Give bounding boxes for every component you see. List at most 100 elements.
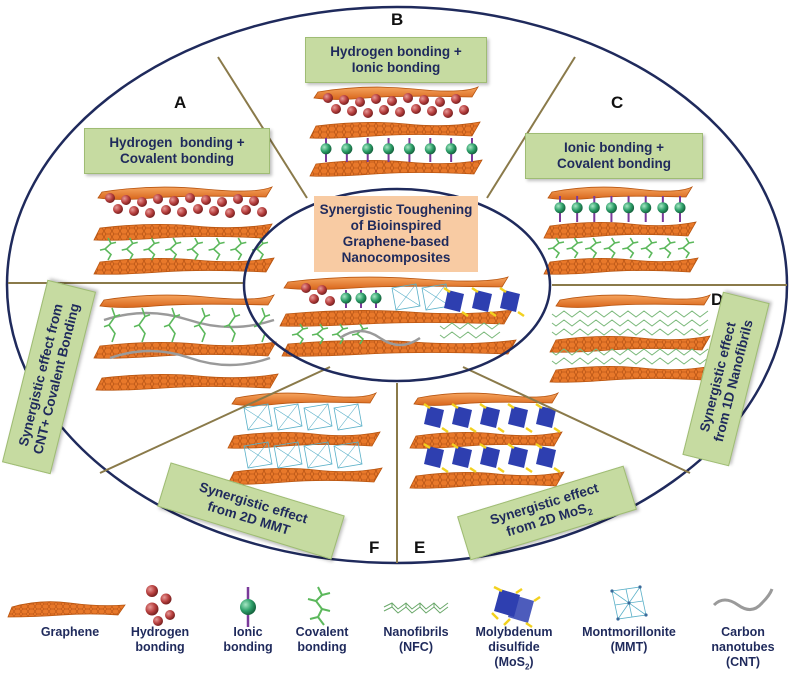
divider-bottom-right <box>462 366 691 474</box>
legend-ionic-line-1: Ionic <box>233 625 263 639</box>
panel-a-hbond-ball-11 <box>129 206 139 216</box>
panel-c-label-box: Ionic bonding + Covalent bonding <box>525 133 703 179</box>
panel-e-sheet-mid <box>409 431 563 449</box>
panel-a-covalent-chain-4 <box>186 237 204 261</box>
panel-a-hbond-ball-19 <box>257 207 267 217</box>
panel-c-ionic-ball-3 <box>605 202 617 214</box>
legend-hydrogen-line-1: Hydrogen <box>130 625 190 639</box>
center-mos2-block-0 <box>444 290 464 312</box>
panel-g-covalent-chain-3 <box>193 307 211 343</box>
legend-label-mos2: Molybdenum disulfide (MoS2) <box>468 625 560 672</box>
panel-e-mos2-upper-block-0 <box>424 406 444 428</box>
panel-b-hbond-ball-15 <box>427 106 437 116</box>
center-fibrils-fibril-1 <box>439 331 501 339</box>
center-mos2-block-1 <box>472 290 492 312</box>
center-title-line-3: Graphene-based <box>342 234 450 249</box>
panel-c-label-line-1: Ionic bonding + <box>563 139 665 155</box>
legend-cnt-line-1: Carbon <box>721 625 765 639</box>
panel-b-ionic-ball-4 <box>403 143 415 155</box>
panel-a-hbond-ball-16 <box>209 206 219 216</box>
panel-e-mos2-lower-block-0 <box>424 446 444 468</box>
panel-g-sheet-bottom <box>95 373 279 391</box>
legend-label-ionic: Ionic bonding <box>214 625 282 655</box>
panel-a-hbond-ball-10 <box>113 204 123 214</box>
center-mmt-diag2-0 <box>395 283 417 311</box>
mos2-icon <box>491 585 541 629</box>
panel-e-mos2-lower-block-3 <box>508 446 528 468</box>
center-cnt <box>339 329 421 347</box>
center-mos2-s1-2 <box>499 286 507 294</box>
panel-b-hbond-ball-9 <box>331 104 341 114</box>
panel-e-mos2-upper-s1-4 <box>535 402 543 410</box>
panel-e-mos2-upper-s1-0 <box>423 402 431 410</box>
panel-d-fibrils-upper-fibril-1 <box>551 319 709 327</box>
panel-a-hbond-ball-14 <box>177 207 187 217</box>
center-title-line-4: Nanocomposites <box>341 250 451 266</box>
panel-f-sheet-bottom <box>227 467 383 485</box>
panel-f-sheet-top <box>231 392 378 406</box>
center-covalent-chain-2 <box>331 323 349 345</box>
panel-d-fibrils-upper-fibril-0 <box>551 310 709 318</box>
panel-e-mos2-lower-s2-0 <box>441 466 449 474</box>
panel-d-fibrils-upper-fibril-2 <box>551 328 709 336</box>
graphene-sheets-layer <box>93 86 713 489</box>
panel-e-mos2-upper-block-4 <box>536 406 556 428</box>
legend-covalent-line-1: Covalent <box>295 625 349 639</box>
nanofibrils-icon <box>383 602 449 614</box>
panel-c-ionic-ball-5 <box>640 202 652 214</box>
panel-a-hbond-ball-15 <box>193 204 203 214</box>
graphene-icon <box>7 601 126 618</box>
panel-e-mos2-upper-s2-4 <box>553 426 561 434</box>
panel-b-hbond-ball-8 <box>451 94 461 104</box>
panel-b-hbond-ball-12 <box>379 105 389 115</box>
panel-a-label-box: Hydrogen bonding + Covalent bonding <box>84 128 270 174</box>
panel-f-mmt-lower-diag2-0 <box>247 441 269 469</box>
panel-a-sheet-mid <box>93 223 273 241</box>
panel-b-ionic-ball-1 <box>341 143 353 155</box>
panel-a-hbond-ball-9 <box>249 196 259 206</box>
panel-b-ionic-ball-5 <box>424 143 436 155</box>
panel-b-hbond-ball-11 <box>363 108 373 118</box>
center-mos2-s1-1 <box>471 286 479 294</box>
center-ellipse <box>242 187 552 383</box>
panel-b-hbond-ball-14 <box>411 104 421 114</box>
center-mos2-s2-2 <box>517 310 525 318</box>
panel-f-letter: F <box>369 538 380 557</box>
legend-icons <box>7 585 774 629</box>
panel-e-mos2-lower-s2-3 <box>525 466 533 474</box>
divider-top-left <box>217 56 308 199</box>
panel-e-mos2-lower-s2-4 <box>553 466 561 474</box>
panel-b-hbond-ball-1 <box>339 95 349 105</box>
panel-b-hbond-ball-5 <box>403 93 413 103</box>
legend-covalent-line-2: bonding <box>297 640 347 654</box>
panel-d-sheet-top <box>555 294 712 308</box>
panel-a-hbond-ball-8 <box>233 194 243 204</box>
center-covalent-chain-0 <box>291 323 309 345</box>
panel-e-mos2-upper-s1-2 <box>479 402 487 410</box>
mmt-icon <box>610 585 648 621</box>
panel-e-mos2-upper-block-1 <box>452 406 472 428</box>
panel-e-mos2-upper-s1-3 <box>507 402 515 410</box>
panel-b-ionic-ball-0 <box>320 143 332 155</box>
panel-e-sheet-top <box>413 392 560 406</box>
center-ionic-ball-2 <box>370 292 382 304</box>
panel-f-mmt-lower-diag2-2 <box>307 441 329 469</box>
panel-b-sheet-top <box>313 86 479 100</box>
center-ionic-ball-0 <box>340 292 352 304</box>
panel-e-mos2-upper-block-3 <box>508 406 528 428</box>
panel-e-mos2-upper-s2-1 <box>469 426 477 434</box>
panel-e-mos2-lower-block-4 <box>536 446 556 468</box>
panel-f-mmt-upper-diag2-0 <box>247 403 269 431</box>
panel-a-covalent-chain-0 <box>99 237 117 261</box>
panel-c-sheet-top <box>547 186 694 200</box>
panel-g-covalent-chain-0 <box>103 307 121 343</box>
center-ionic-ball-1 <box>355 292 367 304</box>
panel-b-label-line-2: Ionic bonding <box>351 60 441 75</box>
panel-b-hbond-ball-7 <box>435 97 445 107</box>
panel-c-label-line-2: Covalent bonding <box>557 156 671 171</box>
panel-d-fibrils-lower-fibril-0 <box>551 348 709 356</box>
panel-c-covalent-chain-6 <box>659 237 676 259</box>
panel-c-covalent-chain-2 <box>584 237 602 259</box>
legend-mos2-line-3b: ) <box>529 655 534 669</box>
